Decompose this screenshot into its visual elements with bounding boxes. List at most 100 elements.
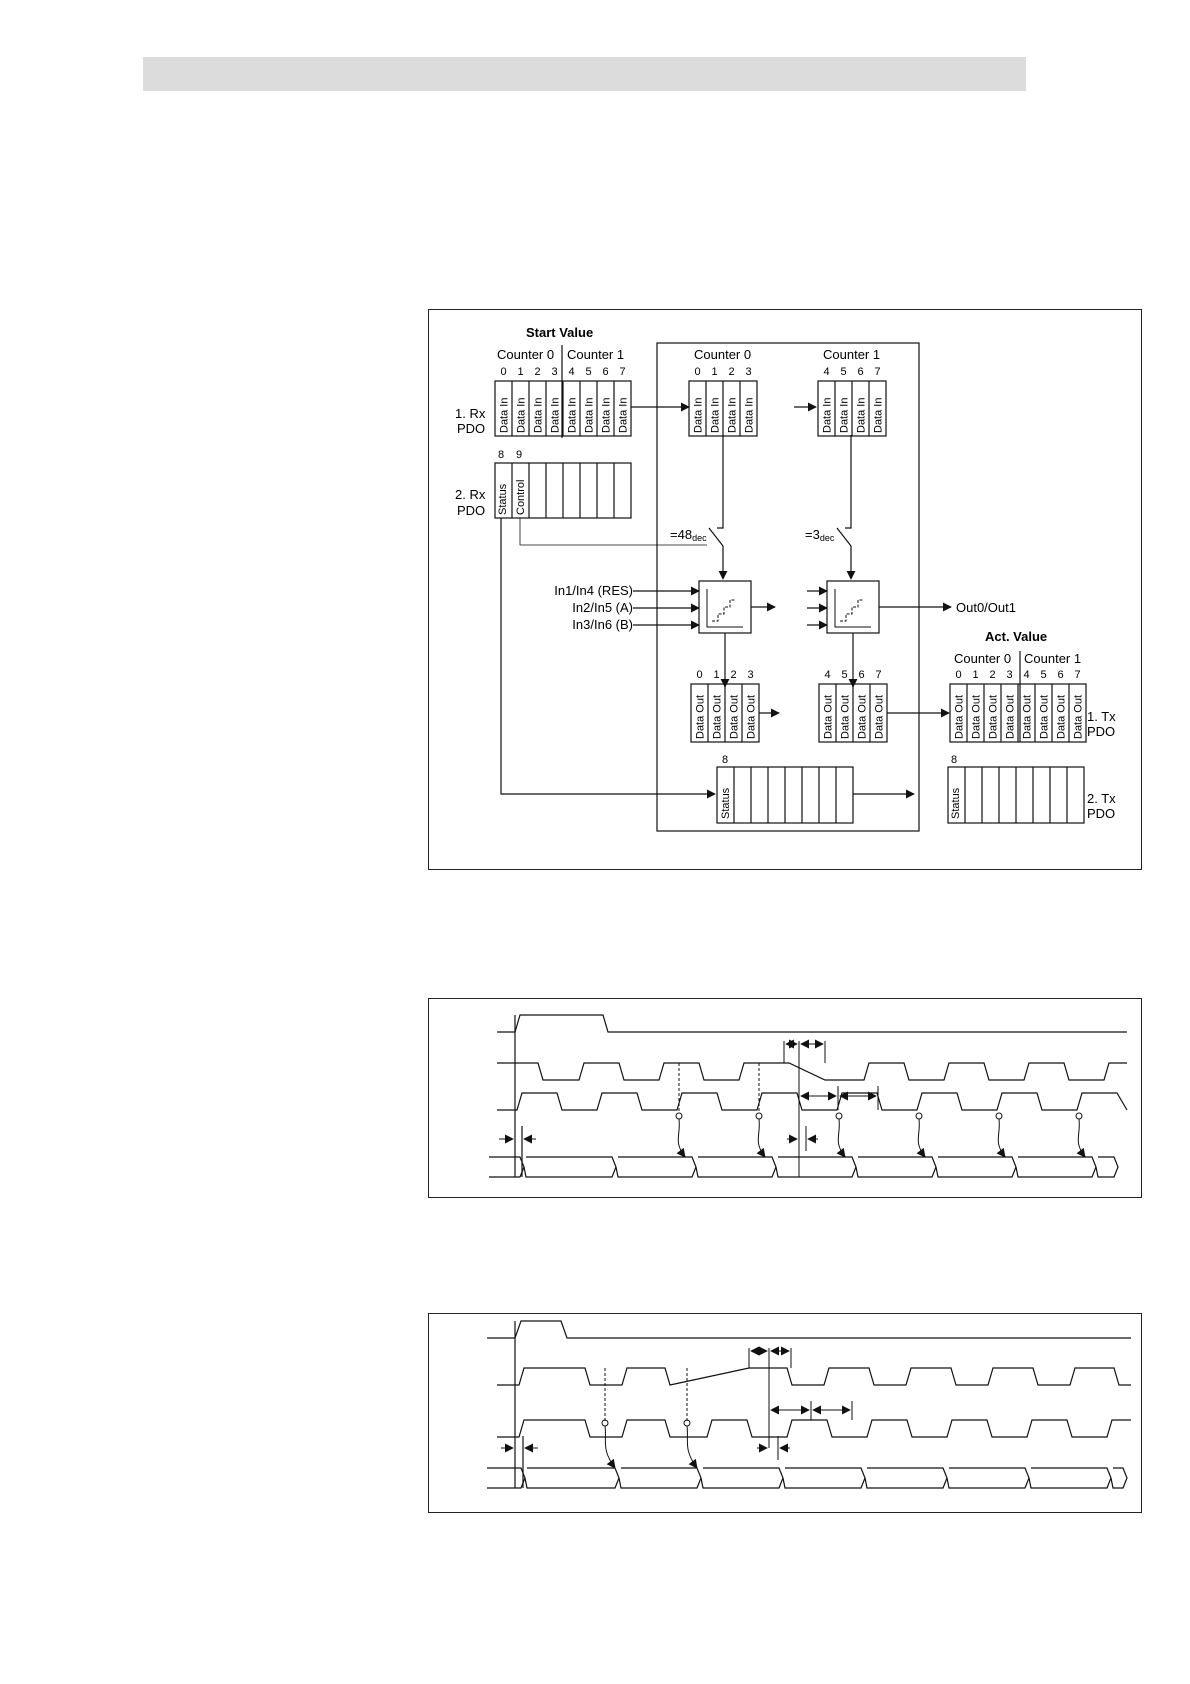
mid1-data-out-cell-label: Data Out <box>840 695 852 739</box>
tx-data-out-cell-label: Data Out <box>1039 695 1051 739</box>
index-label: 3 <box>747 669 753 681</box>
tx-data-out-cell-label: Data Out <box>954 695 966 739</box>
input-res-label: In1/In4 (RES) <box>554 583 633 598</box>
act-value-label: Act. Value <box>985 629 1047 644</box>
mid1-data-out-cell-label: Data Out <box>823 695 835 739</box>
rx-counter0-label: Counter 0 <box>497 347 554 362</box>
mid0-data-in-cell-label: Data In <box>710 398 722 433</box>
mid1-data-in-cell-label: Data In <box>873 398 885 433</box>
mid1-data-out-cell-label: Data Out <box>857 695 869 739</box>
index-label: 1 <box>517 366 523 378</box>
tx-status-label: Status <box>950 787 962 819</box>
timing-diagram-2-svg <box>487 1320 1131 1489</box>
index-label: 3 <box>1006 669 1012 681</box>
index-label: 1 <box>711 366 717 378</box>
idx-8-tx: 8 <box>951 754 957 766</box>
mid0-data-in-cell-label: Data In <box>727 398 739 433</box>
mid1-data-in-cell-label: Data In <box>839 398 851 433</box>
index-label: 6 <box>857 366 863 378</box>
index-label: 5 <box>841 669 847 681</box>
index-label: 4 <box>823 366 829 378</box>
output-label: Out0/Out1 <box>956 600 1016 615</box>
mid0-data-out-cell-label: Data Out <box>712 695 724 739</box>
input-b-label: In3/In6 (B) <box>572 617 633 632</box>
rx-data-in-cell-label: Data In <box>601 398 613 433</box>
tx-counter0-label: Counter 0 <box>954 651 1011 666</box>
rx-data-in-cell-label: Data In <box>618 398 630 433</box>
tx-pdo1-label-b: PDO <box>1087 724 1115 739</box>
counter-block-diagram: Start Value Counter 0 Counter 1 Counter … <box>428 309 1142 870</box>
rx-data-in-cell-label: Data In <box>567 398 579 433</box>
mid0-data-out-cell-label: Data Out <box>695 695 707 739</box>
rx-pdo2-label-a: 2. Rx <box>455 487 486 502</box>
compare-3-label: =3dec <box>805 527 835 543</box>
mid0-data-out-cell-label: Data Out <box>729 695 741 739</box>
index-label: 1 <box>713 669 719 681</box>
tx-pdo2-label-a: 2. Tx <box>1087 791 1116 806</box>
tx-data-out-cell-label: Data Out <box>971 695 983 739</box>
inner-counter-box <box>656 342 920 832</box>
rx-pdo2-label-b: PDO <box>457 503 485 518</box>
index-label: 0 <box>694 366 700 378</box>
rx-counter1-label: Counter 1 <box>567 347 624 362</box>
index-label: 2 <box>728 366 734 378</box>
index-label: 5 <box>840 366 846 378</box>
mid-counter1-label: Counter 1 <box>823 347 880 362</box>
index-label: 7 <box>1074 669 1080 681</box>
mid1-data-in-cell-label: Data In <box>822 398 834 433</box>
tx-data-out-cell-label: Data Out <box>988 695 1000 739</box>
index-label: 4 <box>568 366 574 378</box>
tx-counter1-label: Counter 1 <box>1024 651 1081 666</box>
index-label: 0 <box>955 669 961 681</box>
index-label: 7 <box>875 669 881 681</box>
mid1-data-in-cell-label: Data In <box>856 398 868 433</box>
index-label: 1 <box>972 669 978 681</box>
timing-diagram-1 <box>428 998 1142 1198</box>
mid-counter0-label: Counter 0 <box>694 347 751 362</box>
rx-data-in-cell-label: Data In <box>550 398 562 433</box>
index-label: 0 <box>696 669 702 681</box>
index-label: 5 <box>1040 669 1046 681</box>
compare-48-label: =48dec <box>670 527 707 543</box>
index-label: 7 <box>874 366 880 378</box>
input-a-label: In2/In5 (A) <box>572 600 633 615</box>
tx-data-out-cell-label: Data Out <box>1005 695 1017 739</box>
index-label: 2 <box>534 366 540 378</box>
index-label: 3 <box>745 366 751 378</box>
index-label: 7 <box>619 366 625 378</box>
idx-9-rx: 9 <box>516 449 522 461</box>
rx-control-label: Control <box>515 480 527 515</box>
idx-8-rx: 8 <box>498 449 504 461</box>
tx-pdo1-label-a: 1. Tx <box>1087 709 1116 724</box>
timing-diagram-2 <box>428 1313 1142 1513</box>
tx-data-out-cell-label: Data Out <box>1022 695 1034 739</box>
index-label: 6 <box>1057 669 1063 681</box>
index-label: 6 <box>602 366 608 378</box>
rx-status-label: Status <box>497 483 509 515</box>
rx-pdo1-label-b: PDO <box>457 421 485 436</box>
index-label: 4 <box>824 669 830 681</box>
tx-data-out-cell-label: Data Out <box>1073 695 1085 739</box>
index-label: 4 <box>1023 669 1029 681</box>
mid1-data-out-cell-label: Data Out <box>874 695 886 739</box>
rx-data-in-cell-label: Data In <box>584 398 596 433</box>
block-diagram-svg: Start Value Counter 0 Counter 1 Counter … <box>455 325 1116 832</box>
tx-data-out-cell-label: Data Out <box>1056 695 1068 739</box>
rx-data-in-cell-label: Data In <box>499 398 511 433</box>
mid-status-label: Status <box>720 787 732 819</box>
mid0-data-in-cell-label: Data In <box>744 398 756 433</box>
idx-8-mid: 8 <box>722 754 728 766</box>
rx-data-in-cell-label: Data In <box>516 398 528 433</box>
header-bar <box>143 57 1026 91</box>
rx-pdo1-label-a: 1. Rx <box>455 406 486 421</box>
start-value-label: Start Value <box>526 325 593 340</box>
index-label: 5 <box>585 366 591 378</box>
index-label: 0 <box>500 366 506 378</box>
index-label: 3 <box>551 366 557 378</box>
index-label: 2 <box>989 669 995 681</box>
mid0-data-in-cell-label: Data In <box>693 398 705 433</box>
timing-diagram-1-svg <box>489 1014 1128 1178</box>
rx-data-in-cell-label: Data In <box>533 398 545 433</box>
index-label: 6 <box>858 669 864 681</box>
tx-pdo2-label-b: PDO <box>1087 806 1115 821</box>
